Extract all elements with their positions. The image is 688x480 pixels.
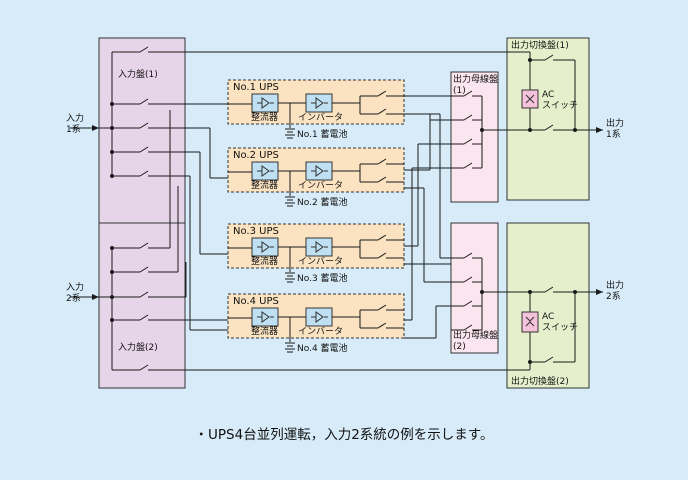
inverter-label: インバータ bbox=[298, 256, 343, 267]
junction-dot bbox=[573, 290, 577, 294]
ups-title: No.4 UPS bbox=[233, 296, 279, 307]
input-panel-1-label: 入力盤(1) bbox=[118, 68, 158, 80]
battery-icon bbox=[285, 128, 295, 139]
junction-dot bbox=[528, 360, 532, 364]
ups-title: No.3 UPS bbox=[233, 226, 279, 237]
breaker-contact bbox=[139, 242, 149, 249]
junction-dot bbox=[573, 128, 577, 132]
breaker-contact bbox=[139, 98, 149, 105]
input-panel-2 bbox=[98, 222, 186, 389]
breaker-contact bbox=[463, 138, 473, 145]
breaker-contact bbox=[463, 276, 473, 283]
breaker-contact bbox=[139, 314, 149, 321]
rectifier-label: 整流器 bbox=[251, 179, 278, 191]
junction-dot bbox=[110, 102, 114, 106]
junction-dot bbox=[110, 174, 114, 178]
breaker-contact bbox=[463, 162, 473, 169]
breaker-contact bbox=[139, 266, 149, 273]
ups-system-diagram: No.1 UPS整流器インバータNo.1 蓄電池No.2 UPS整流器インバータ… bbox=[66, 37, 624, 389]
inverter-box bbox=[305, 307, 333, 327]
inverter-label: インバータ bbox=[298, 112, 343, 123]
breaker-contact bbox=[139, 146, 149, 153]
ups-title: No.1 UPS bbox=[233, 82, 279, 93]
breaker-contact bbox=[463, 90, 473, 97]
breaker-contact bbox=[544, 54, 554, 61]
junction-dot bbox=[110, 246, 114, 250]
rectifier-label: 整流器 bbox=[251, 325, 278, 337]
junction-dot bbox=[528, 128, 532, 132]
battery-icon bbox=[285, 342, 295, 353]
output-bus-panel-2 bbox=[450, 222, 499, 354]
rectifier-box bbox=[251, 237, 279, 257]
battery-label: No.4 蓄電池 bbox=[297, 342, 348, 354]
rectifier-box bbox=[251, 93, 279, 113]
junction-dot bbox=[480, 290, 484, 294]
breaker-symbols bbox=[139, 46, 554, 371]
wiring bbox=[70, 51, 603, 371]
input-panel-2-label: 入力盤(2) bbox=[118, 341, 158, 353]
breaker-contact bbox=[139, 170, 149, 177]
junction-dot bbox=[110, 295, 114, 299]
junction-dot bbox=[528, 58, 532, 62]
input-panel-1 bbox=[98, 37, 186, 229]
rectifier-label: 整流器 bbox=[251, 111, 278, 123]
breaker-contact bbox=[463, 114, 473, 121]
output-switch-panel-2 bbox=[506, 222, 590, 389]
breaker-contact bbox=[139, 122, 149, 129]
rectifier-box bbox=[251, 307, 279, 327]
junction-dot bbox=[480, 128, 484, 132]
battery-label: No.1 蓄電池 bbox=[297, 128, 348, 140]
output-bus-1-label: 出力母線盤(1) bbox=[453, 73, 498, 96]
junction-dot bbox=[110, 126, 114, 130]
arrows bbox=[92, 125, 603, 300]
inverter-label: インバータ bbox=[298, 326, 343, 337]
breaker-contact bbox=[463, 300, 473, 307]
battery-label: No.2 蓄電池 bbox=[297, 196, 348, 208]
inverter-box bbox=[305, 237, 333, 257]
breaker-contact bbox=[463, 324, 473, 331]
ups-unit-4: No.4 UPS 整流器 インバータ No.4 蓄電池 bbox=[227, 293, 405, 354]
breaker-contact bbox=[139, 46, 149, 53]
inverter-box bbox=[305, 161, 333, 181]
battery-label: No.3 蓄電池 bbox=[297, 272, 348, 284]
breaker-contact bbox=[544, 124, 554, 131]
caption: ・UPS4台並列運転，入力2系統の例を示します。 bbox=[194, 427, 494, 443]
ups-title: No.2 UPS bbox=[233, 150, 279, 161]
ups-unit-3: No.3 UPS 整流器 インバータ No.3 蓄電池 bbox=[227, 223, 405, 284]
output-switch-1-label: 出力切換盤(1) bbox=[511, 39, 569, 51]
output-bus-panel-1 bbox=[450, 71, 499, 203]
junction-dot bbox=[110, 270, 114, 274]
inverter-box bbox=[305, 93, 333, 113]
ac-switch-2 bbox=[521, 311, 539, 333]
output-switch-2-label: 出力切換盤(2) bbox=[511, 375, 569, 387]
breaker-contact bbox=[544, 356, 554, 363]
breaker-contact bbox=[544, 286, 554, 293]
junction-dot bbox=[110, 150, 114, 154]
junction-dots bbox=[110, 58, 577, 364]
junction-dot bbox=[528, 290, 532, 294]
breaker-contact bbox=[139, 291, 149, 298]
breaker-contact bbox=[463, 252, 473, 259]
ups-unit-1: No.1 UPS 整流器 インバータ No.1 蓄電池 bbox=[227, 79, 405, 140]
battery-icon bbox=[285, 196, 295, 207]
output-bus-2-label: 出力母線盤(2) bbox=[453, 329, 498, 352]
inverter-label: インバータ bbox=[298, 180, 343, 191]
output-switch-panel-1 bbox=[506, 37, 590, 201]
battery-icon bbox=[285, 272, 295, 283]
rectifier-label: 整流器 bbox=[251, 255, 278, 267]
ac-switch-1 bbox=[521, 89, 539, 109]
ups-unit-2: No.2 UPS 整流器 インバータ No.2 蓄電池 bbox=[227, 147, 405, 208]
breaker-contact bbox=[139, 364, 149, 371]
junction-dot bbox=[110, 318, 114, 322]
rectifier-box bbox=[251, 161, 279, 181]
